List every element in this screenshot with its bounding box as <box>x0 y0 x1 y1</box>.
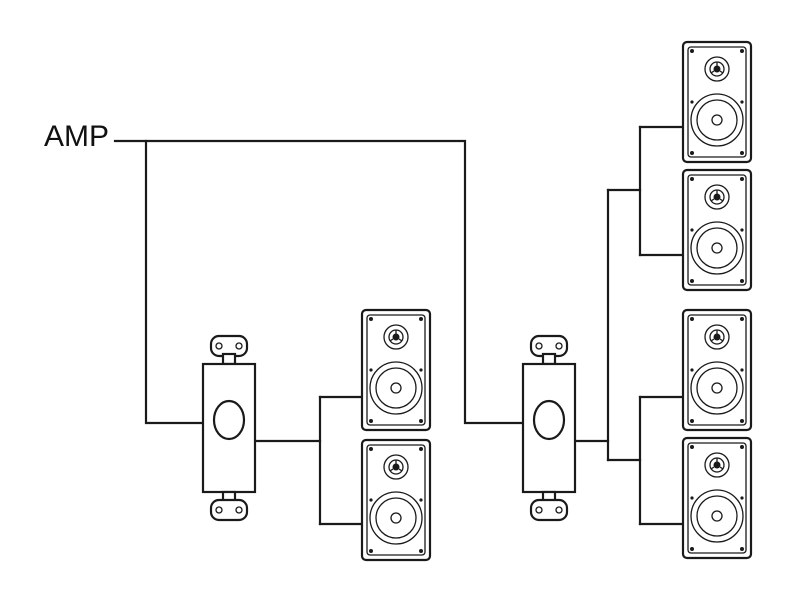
speaker-1 <box>360 308 432 432</box>
speaker-2 <box>360 438 432 562</box>
volume-control-2 <box>521 334 577 522</box>
speaker-3 <box>681 40 753 164</box>
wiring <box>113 125 685 526</box>
speaker-5 <box>681 308 753 432</box>
speaker-6 <box>681 436 753 560</box>
volume-control-1 <box>201 334 257 522</box>
amp-label: AMP <box>44 120 110 153</box>
speaker-4 <box>681 168 753 292</box>
